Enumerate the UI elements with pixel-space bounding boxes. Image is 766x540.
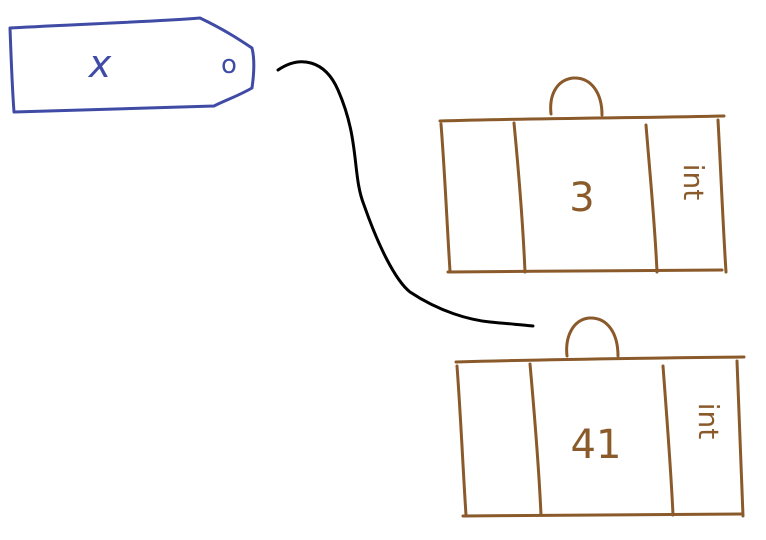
box-1-bottom-edge: [446, 268, 724, 274]
box-2-divider-left: [528, 362, 543, 517]
value-box-1: 3 int: [438, 76, 728, 274]
box-2-top-edge: [454, 355, 746, 364]
tag-name: x: [88, 42, 112, 86]
box-2-type: int: [692, 403, 725, 440]
box-2-handle: [565, 316, 620, 358]
box-2-divider-right: [661, 364, 675, 517]
reference-arrow: [276, 60, 535, 328]
box-1-divider-right: [644, 123, 659, 274]
box-2-left-edge: [455, 364, 468, 517]
tag-outline: [8, 16, 256, 114]
variable-tag: x o: [8, 16, 256, 114]
box-1-divider-left: [512, 121, 527, 274]
box-1-top-edge: [438, 114, 726, 123]
box-2-right-edge: [735, 359, 745, 518]
tag-hole-mark: o: [221, 50, 237, 80]
box-1-value: 3: [569, 175, 594, 221]
box-2-value: 41: [571, 422, 622, 468]
box-1-type: int: [677, 164, 710, 201]
box-1-left-edge: [439, 122, 452, 273]
box-2-bottom-edge: [461, 512, 744, 518]
value-box-2: 41 int: [454, 316, 746, 518]
box-1-handle: [549, 76, 604, 117]
box-1-right-edge: [716, 118, 728, 274]
